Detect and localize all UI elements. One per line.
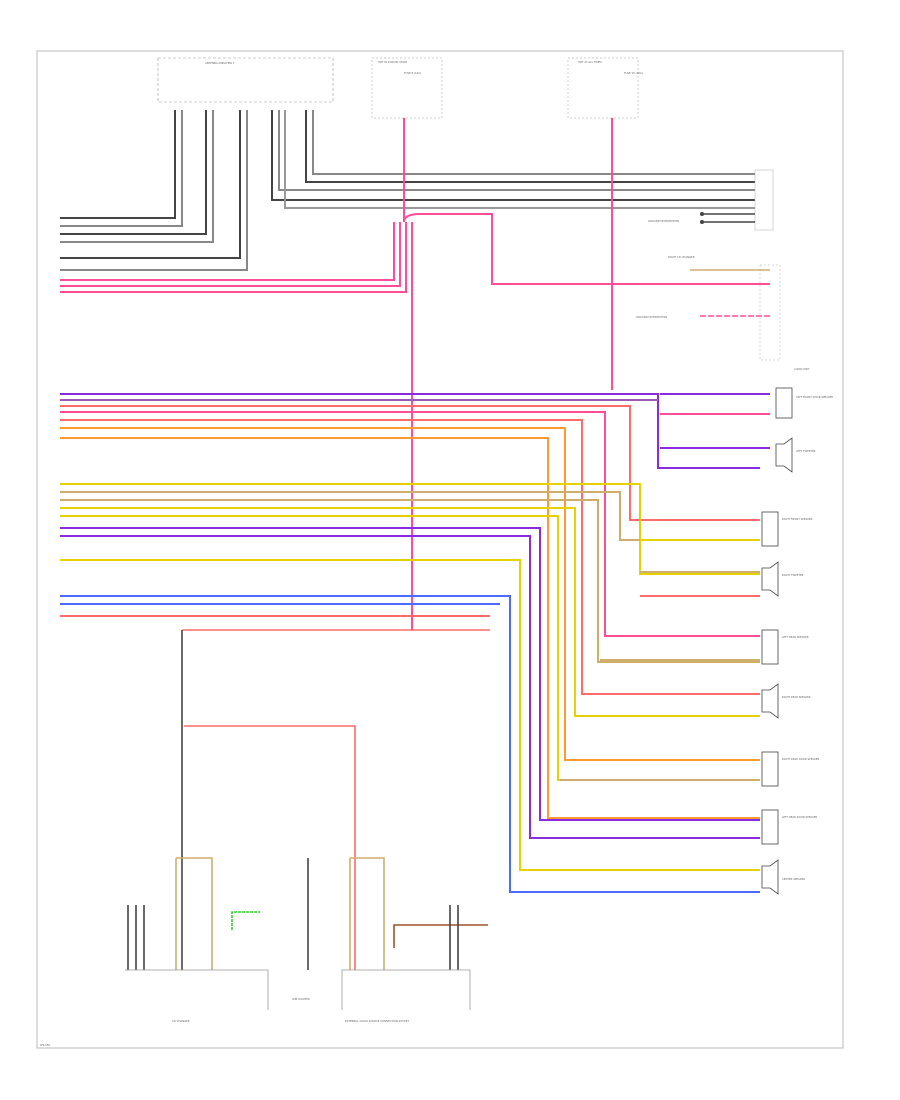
cd-changer: CD CHANGER (125, 969, 269, 1023)
left-tweeter: LEFT TWEETER (775, 437, 816, 473)
left-front-door-speaker-label: LEFT FRONT DOOR SPEAKER (796, 395, 833, 399)
cd-changer-label: CD CHANGER (172, 1019, 190, 1023)
ground-2-label: GROUND DISTRIBUTION (636, 315, 667, 319)
left-rear-speaker-label: LEFT REAR SPEAKER (782, 635, 809, 639)
left-front-door-speaker: LEFT FRONT DOOR SPEAKER (775, 387, 833, 419)
hot-run-fuse: HOT IN RUN OR START FUSE 8 (10A) (371, 57, 443, 119)
speaker-harness (60, 393, 760, 893)
right-front-speaker-label: RIGHT FRONT SPEAKER (782, 517, 813, 521)
sub-woofer-block: SUB WOOFER (292, 997, 310, 1001)
speaker-harness-right-wires (560, 393, 770, 781)
lower-wiring (127, 629, 490, 970)
left-rear-speaker: LEFT REAR SPEAKER (761, 629, 809, 665)
antenna-wires (60, 110, 755, 271)
hot-run-fuse-label: HOT IN RUN OR START (378, 60, 407, 64)
center-speaker-label: CENTER SPEAKER (782, 877, 805, 881)
left-tweeter-label: LEFT TWEETER (796, 449, 816, 453)
right-cd-changer-label: RIGHT CD CHANGER (668, 255, 695, 259)
antenna-amplifier-label: ANTENNA AMPLIFIER 3 (205, 61, 235, 65)
right-tweeter-label: RIGHT TWEETER (782, 573, 804, 577)
right-connector-top: GROUND DISTRIBUTION (648, 169, 774, 231)
footer-code: W9-5F6 (40, 1043, 50, 1047)
right-rear-speaker-label: RIGHT REAR SPEAKER (782, 695, 811, 699)
hot-accessory-fuse: HOT AT ALL TIMES FUSE 15 (10A) (567, 57, 643, 119)
left-rear-door-speaker: LEFT REAR DOOR SPEAKER (761, 809, 817, 845)
pink-power-wires (60, 118, 770, 630)
speaker-group: LEFT FRONT DOOR SPEAKER LEFT TWEETER RIG… (761, 387, 833, 895)
external-audio-label: EXTERNAL AUDIO SOURCE CONNECTION SOCKET (345, 1019, 409, 1023)
right-tweeter: RIGHT TWEETER (761, 561, 804, 597)
sub-woofer-label: SUB WOOFER (292, 997, 310, 1001)
antenna-amplifier: ANTENNA AMPLIFIER 3 (157, 57, 334, 103)
right-front-speaker-box: RIGHT FRONT SPEAKER (761, 511, 813, 547)
fuse-1-label: FUSE 8 (10A) (404, 71, 421, 75)
center-speaker: CENTER SPEAKER (761, 859, 805, 895)
right-rear-door-speaker: RIGHT REAR DOOR SPEAKER (761, 751, 819, 787)
audio-unit-label: AUDIO UNIT (794, 367, 810, 371)
ground-1-label: GROUND DISTRIBUTION (648, 219, 679, 223)
right-rear-door-speaker-label: RIGHT REAR DOOR SPEAKER (782, 757, 819, 761)
external-audio-socket: EXTERNAL AUDIO SOURCE CONNECTION SOCKET (341, 969, 471, 1023)
left-rear-door-speaker-label: LEFT REAR DOOR SPEAKER (782, 815, 817, 819)
fuse-2-label: FUSE 15 (10A) (624, 71, 643, 75)
right-cd-changer-block: RIGHT CD CHANGER GROUND DISTRIBUTION AUD… (636, 255, 810, 371)
diagram-frame (36, 50, 844, 1049)
hot-accessory-fuse-label: HOT AT ALL TIMES (578, 60, 602, 64)
right-rear-speaker: RIGHT REAR SPEAKER (761, 683, 811, 719)
